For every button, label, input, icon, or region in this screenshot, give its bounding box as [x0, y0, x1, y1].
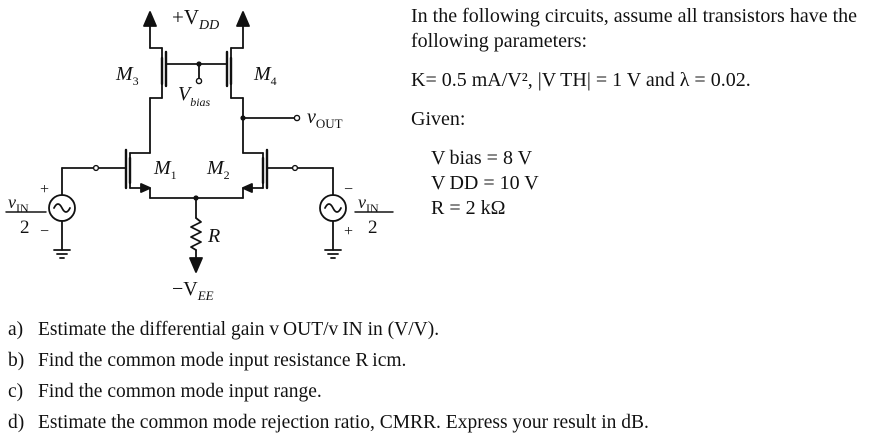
question-label: b): [8, 350, 25, 371]
m2-label: M2: [206, 157, 230, 182]
question-item: a) Estimate the differential gain v OUT/v…: [8, 314, 649, 345]
given-r: R = 2 kΩ: [431, 197, 506, 219]
transistor-m1: [95, 148, 151, 199]
left-source-numerator: vIN: [8, 192, 29, 215]
vout-label: vOUT: [307, 106, 343, 131]
m2-gate-terminal: [291, 164, 299, 172]
question-text: Find the common mode input resistance R …: [38, 350, 407, 371]
vbias-terminal: [195, 77, 203, 85]
left-input-source: [48, 167, 97, 251]
tail-node-dot: [193, 195, 199, 201]
question-text: Estimate the differential gain v OUT/v I…: [38, 319, 440, 340]
m1-label: M1: [153, 157, 177, 182]
resistor-r: [190, 217, 202, 251]
vdd-arrow-left: [143, 11, 157, 49]
transistor-m2: [242, 148, 296, 199]
vout-node-dot: [240, 115, 246, 121]
question-item: c) Find the common mode input range.: [8, 376, 649, 407]
resistor-label: R: [207, 225, 220, 247]
question-text: Estimate the common mode rejection ratio…: [38, 412, 649, 433]
parameter-block: In the following circuits, assume all tr…: [411, 4, 891, 221]
question-label: d): [8, 412, 25, 433]
vbias-node-dot: [196, 61, 202, 67]
question-text: Find the common mode input range.: [38, 381, 322, 402]
ground-right: [324, 249, 342, 259]
vout-terminal: [293, 114, 301, 122]
ground-left: [53, 249, 71, 259]
question-list: a) Estimate the differential gain v OUT/v…: [8, 314, 649, 438]
right-source-numerator: vIN: [358, 192, 379, 215]
vdd-label: +VDD: [172, 5, 219, 33]
right-source-denominator: 2: [368, 217, 378, 238]
right-source-plus: +: [344, 223, 353, 240]
question-label: c): [8, 381, 24, 402]
right-source-minus: −: [344, 181, 353, 198]
left-source-plus: +: [40, 181, 49, 198]
left-source-denominator: 2: [20, 217, 30, 238]
question-label: a): [8, 319, 24, 340]
k-parameter-line: K= 0.5 mA/V², |V TH| = 1 V and λ = 0.02.: [411, 69, 751, 91]
question-item: d) Estimate the common mode rejection rat…: [8, 407, 649, 438]
given-vbias: V bias = 8 V: [431, 147, 533, 169]
transistor-m4: [198, 47, 244, 154]
m4-label: M4: [253, 63, 277, 88]
right-input-source: [294, 167, 347, 251]
transistor-m3: [149, 47, 200, 154]
m3-label: M3: [115, 63, 139, 88]
vdd-arrow-right: [236, 11, 250, 49]
m1-gate-terminal: [92, 164, 100, 172]
vee-label: −VEE: [172, 278, 214, 303]
question-item: b) Find the common mode input resistance …: [8, 345, 649, 376]
vbias-label: Vbias: [178, 83, 211, 109]
differential-amplifier-schematic: +VDD M3 M4 Vbias vOUT M1 M2 R −VEE + − v…: [5, 5, 394, 303]
given-vdd: V DD = 10 V: [431, 172, 539, 194]
intro-text: In the following circuits, assume all tr…: [411, 5, 858, 52]
left-source-minus: −: [40, 223, 49, 240]
given-heading: Given:: [411, 108, 466, 130]
